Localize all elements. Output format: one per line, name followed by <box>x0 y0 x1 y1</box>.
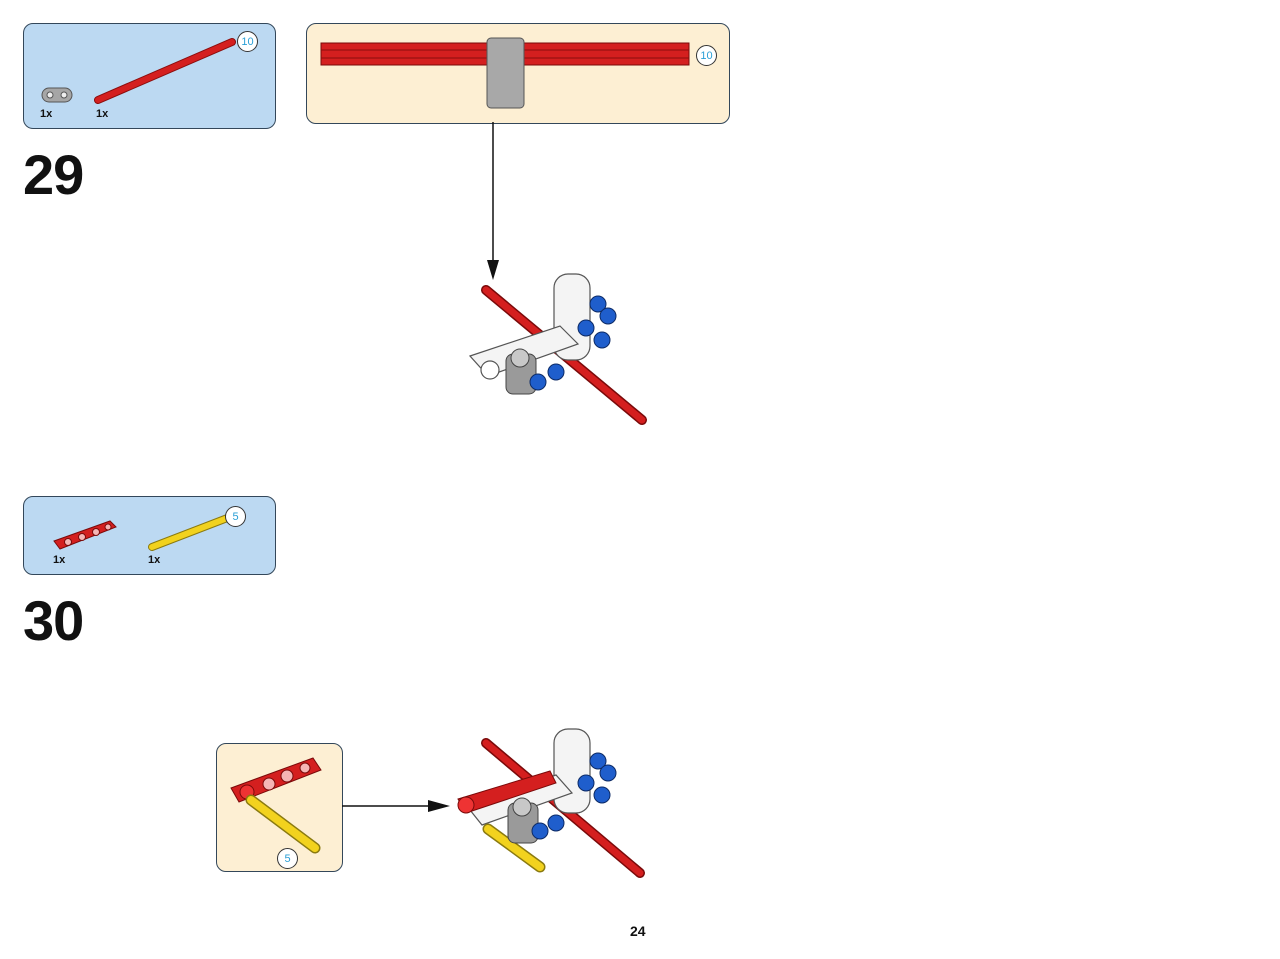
model-illustration-step-30 <box>457 728 645 878</box>
model-illustration-step-29 <box>468 273 647 425</box>
red-beam-icon <box>53 520 117 550</box>
right-arrow <box>342 800 450 812</box>
yellow-axle-icon <box>148 513 234 551</box>
down-arrow <box>487 122 499 280</box>
red-axle-icon <box>94 38 236 104</box>
axle-length-badge: 10 <box>237 31 258 52</box>
gray-connector-icon <box>41 87 73 103</box>
subassembly-callout-step-29: 10 <box>306 23 730 124</box>
axle-length-badge: 10 <box>696 45 717 66</box>
axle-length-badge: 5 <box>277 848 298 869</box>
page-number: 24 <box>630 923 646 939</box>
beam-with-axle-illustration <box>230 757 322 854</box>
step-number: 30 <box>23 589 84 652</box>
part-qty: 1x <box>53 554 66 566</box>
axle-length-badge: 5 <box>225 506 246 527</box>
part-qty: 1x <box>40 108 53 120</box>
part-qty: 1x <box>148 554 161 566</box>
part-qty: 1x <box>96 108 109 120</box>
subassembly-callout-step-30: 5 <box>216 743 343 872</box>
step-number: 29 <box>23 143 84 206</box>
axle-with-bushing-illustration <box>320 37 690 109</box>
parts-list-step-30: 1x 1x 5 <box>23 496 276 575</box>
parts-list-step-29: 1x 1x 10 <box>23 23 276 129</box>
